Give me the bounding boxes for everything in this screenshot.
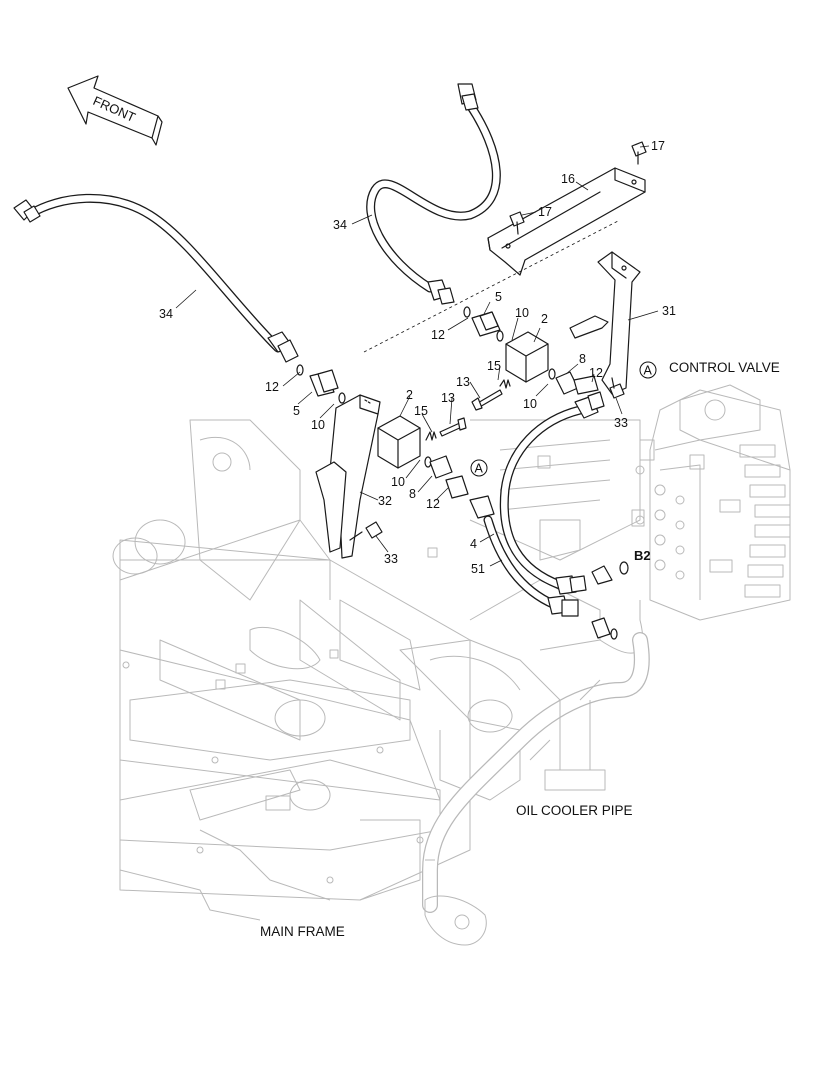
connector-a-right: A [639,361,657,379]
main-frame-label: MAIN FRAME [260,924,345,939]
callout-12-right: 12 [589,366,603,380]
callout-15-right: 15 [487,359,501,373]
hose-4 [499,391,605,595]
oil-cooler-pipe [422,600,650,946]
hose-34-upper [366,83,501,305]
callout-10-right: 10 [523,397,537,411]
bracket-32 [315,394,381,559]
callout-51: 51 [471,562,485,576]
callout-2-left: 2 [406,388,413,402]
callout-33-left: 33 [384,552,398,566]
callout-8-left: 8 [409,487,416,501]
svg-text:A: A [644,364,653,378]
callout-8-right: 8 [579,352,586,366]
callout-12-lower: 12 [426,497,440,511]
svg-text:A: A [475,462,484,476]
callout-10-lower: 10 [391,475,405,489]
callout-32: 32 [378,494,392,508]
hose-51 [469,495,579,617]
bracket-16 [487,167,646,276]
control-valve-label: CONTROL VALVE [669,360,780,375]
callout-12-upper: 12 [431,328,445,342]
oil-cooler-pipe-label: OIL COOLER PIPE [516,803,633,818]
connector-a-left: A [470,459,488,477]
callout-17-b: 17 [538,205,552,219]
front-direction-arrow: FRONT [67,75,163,146]
port-b2-label: B2 [634,548,651,563]
callout-13-right: 13 [456,375,470,389]
callout-31: 31 [662,304,676,318]
control-valve-drawing [631,384,791,621]
callout-5-upper: 5 [495,290,502,304]
callout-33-right: 33 [614,416,628,430]
callout-10-left: 10 [311,418,325,432]
callout-13-left: 13 [441,391,455,405]
callout-10-upper: 10 [515,306,529,320]
callout-numbers: 17 17 16 34 34 5 12 10 2 31 15 13 8 12 1… [159,139,676,576]
callout-34-left: 34 [159,307,173,321]
callout-17-a: 17 [651,139,665,153]
callout-2-right: 2 [541,312,548,326]
callout-12-left: 12 [265,380,279,394]
main-frame-drawing [112,419,641,921]
callout-4: 4 [470,537,477,551]
callout-34-upper: 34 [333,218,347,232]
callout-5-left: 5 [293,404,300,418]
valve-spools [709,444,791,598]
callout-16: 16 [561,172,575,186]
leader-lines [175,145,659,567]
hose-34-left [13,193,299,363]
callout-15-left: 15 [414,404,428,418]
bracket-31 [569,251,641,395]
fittings [296,141,647,640]
